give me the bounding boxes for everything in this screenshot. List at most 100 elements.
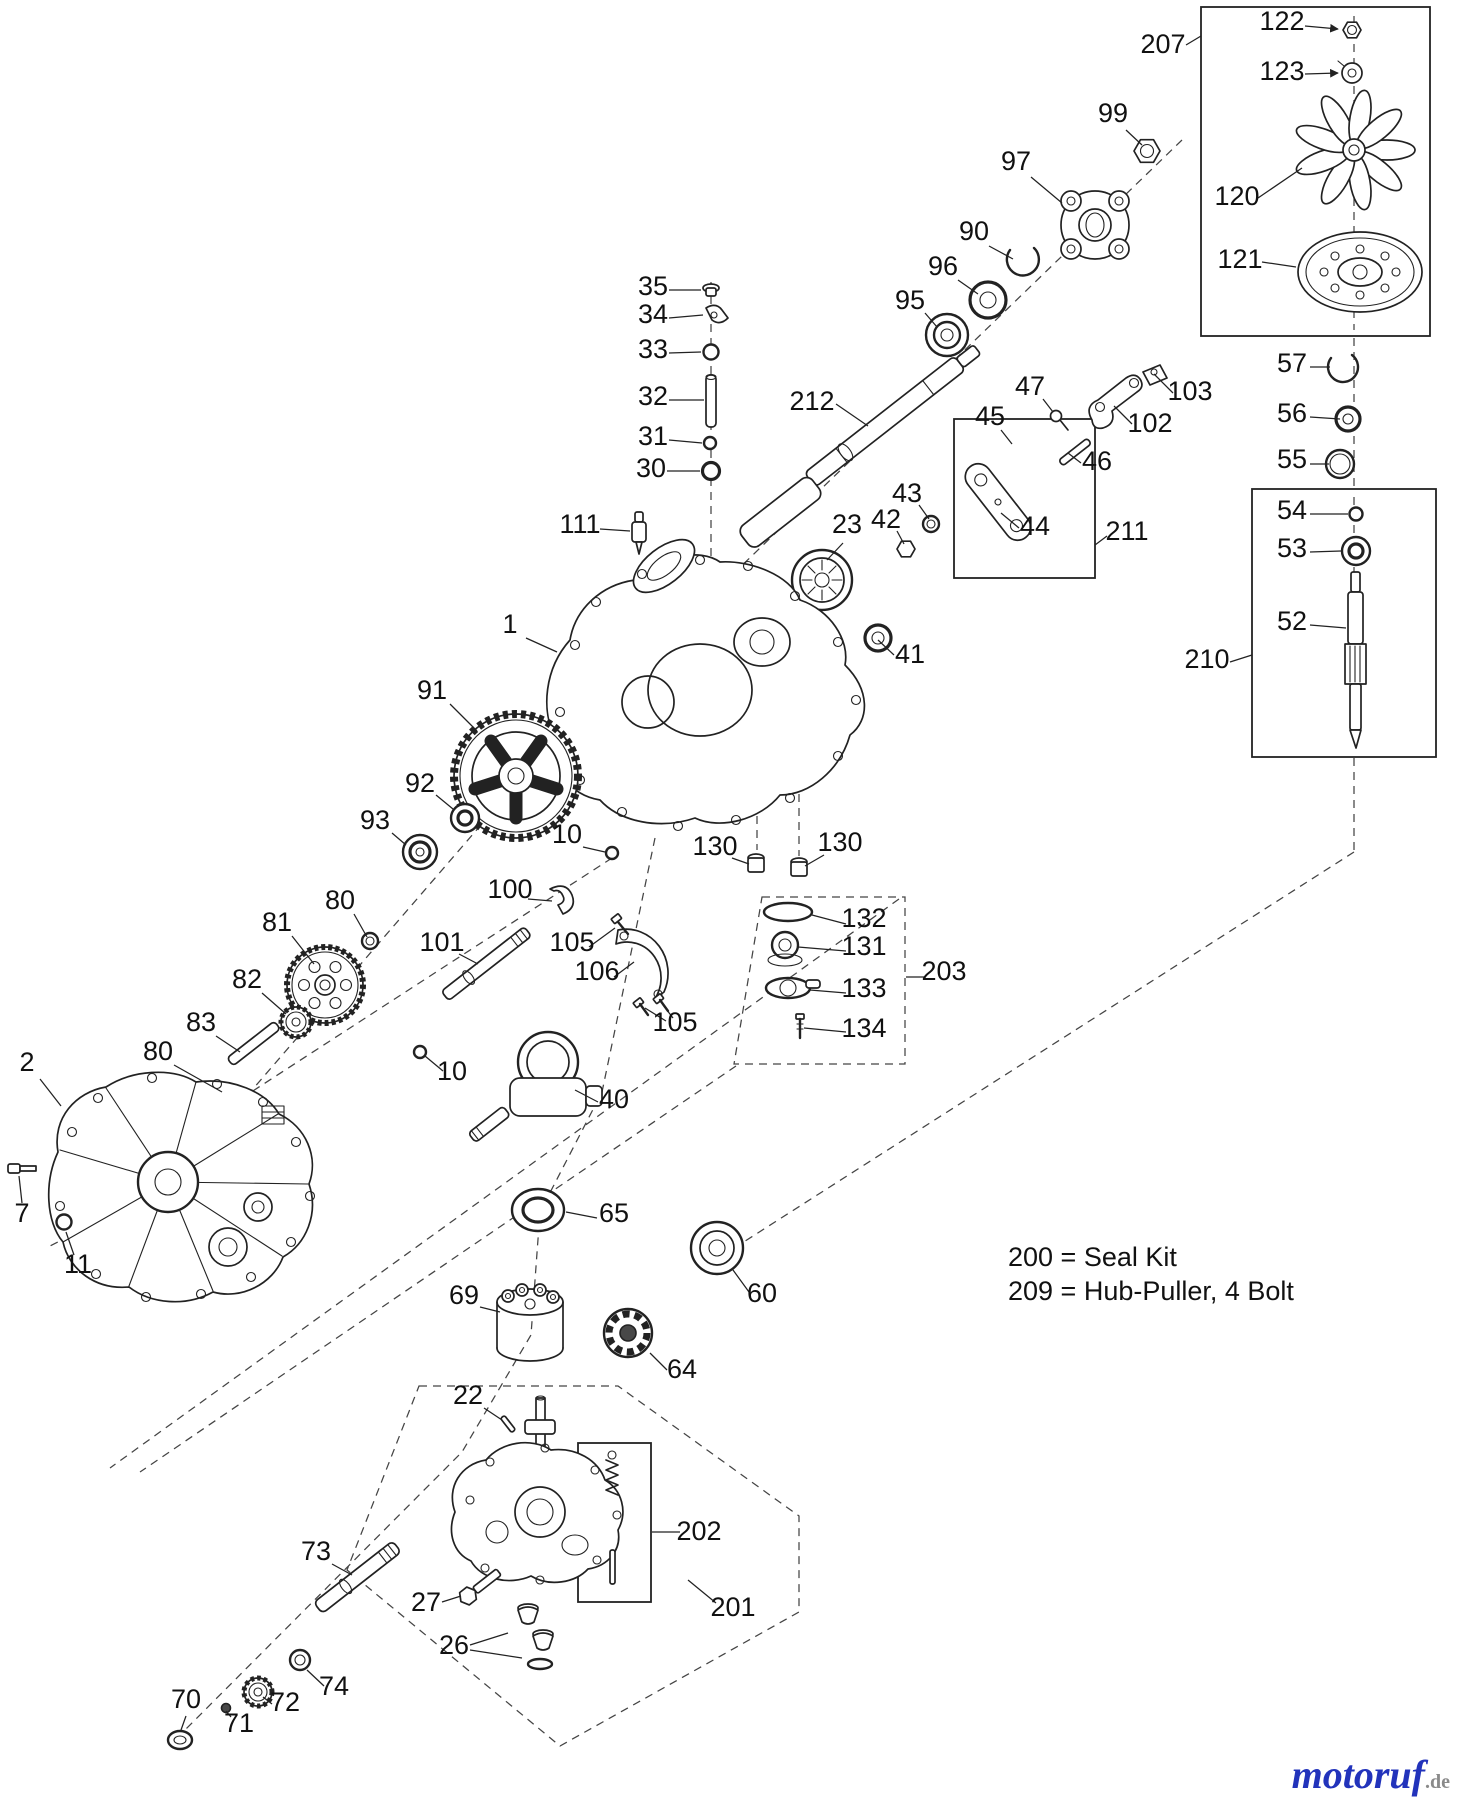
callout-74: 74 bbox=[319, 1671, 349, 1701]
callout-97: 97 bbox=[1001, 146, 1031, 176]
callout-131: 131 bbox=[841, 931, 886, 961]
kit-box-210 bbox=[1251, 488, 1437, 758]
part-11-washer bbox=[55, 1213, 73, 1231]
watermark-brand: motoruf bbox=[1292, 1752, 1429, 1797]
callout-105b: 105 bbox=[652, 1007, 697, 1037]
callout-33: 33 bbox=[638, 334, 668, 364]
part-46-pin bbox=[1059, 438, 1091, 466]
callout-72: 72 bbox=[270, 1687, 300, 1717]
callout-47: 47 bbox=[1015, 371, 1045, 401]
callout-40: 40 bbox=[599, 1084, 629, 1114]
legend-seal-kit: 200 = Seal Kit bbox=[1008, 1242, 1177, 1272]
callout-123: 123 bbox=[1259, 56, 1304, 86]
callout-130b: 130 bbox=[817, 827, 862, 857]
callout-42: 42 bbox=[871, 504, 901, 534]
part-64-rotor bbox=[602, 1307, 654, 1359]
callout-2: 2 bbox=[19, 1047, 34, 1077]
part-60-bearing-sleeve bbox=[689, 1220, 745, 1276]
part-123-washer bbox=[1337, 60, 1363, 84]
part-132-o-ring bbox=[762, 901, 814, 923]
callout-130a: 130 bbox=[692, 831, 737, 861]
part-42-nut bbox=[896, 540, 916, 558]
part-111-vent-fitting bbox=[631, 511, 647, 555]
callout-105a: 105 bbox=[549, 927, 594, 957]
part-131-valve bbox=[767, 930, 803, 967]
callout-22: 22 bbox=[453, 1380, 483, 1410]
part-201-pump-assembly bbox=[450, 1395, 624, 1585]
callout-71: 71 bbox=[224, 1708, 254, 1738]
part-122-nut bbox=[1342, 21, 1362, 39]
part-35-cap bbox=[702, 283, 720, 297]
part-81-reduction-gear bbox=[284, 944, 366, 1026]
callout-82: 82 bbox=[232, 964, 262, 994]
callout-41: 41 bbox=[895, 639, 925, 669]
part-99-nut bbox=[1133, 138, 1161, 164]
watermark-tld: .de bbox=[1425, 1771, 1450, 1793]
kit-box-211 bbox=[953, 418, 1096, 579]
callout-54: 54 bbox=[1277, 495, 1307, 525]
part-102-brake-arm bbox=[1088, 374, 1143, 430]
callout-207: 207 bbox=[1140, 29, 1185, 59]
part-73-pump-shaft bbox=[314, 1542, 400, 1613]
part-31-ring bbox=[702, 435, 718, 451]
part-27-bolt bbox=[458, 1568, 502, 1606]
part-120-cooling-fan bbox=[1295, 89, 1416, 211]
callout-92: 92 bbox=[405, 768, 435, 798]
callout-96: 96 bbox=[928, 251, 958, 281]
part-54-ring bbox=[1348, 506, 1364, 522]
part-22-pin bbox=[500, 1415, 516, 1433]
callout-23: 23 bbox=[832, 509, 862, 539]
part-2-side-cover bbox=[47, 1071, 316, 1303]
callout-45: 45 bbox=[975, 401, 1005, 431]
part-32-shaft bbox=[705, 373, 717, 428]
part-65-seal bbox=[510, 1187, 566, 1233]
callout-134: 134 bbox=[841, 1013, 886, 1043]
callout-132: 132 bbox=[841, 903, 886, 933]
callout-99: 99 bbox=[1098, 98, 1128, 128]
part-105a-screw bbox=[610, 913, 630, 936]
part-95-bearing bbox=[924, 312, 970, 358]
callout-53: 53 bbox=[1277, 533, 1307, 563]
callout-201: 201 bbox=[710, 1592, 755, 1622]
callout-80b: 80 bbox=[143, 1036, 173, 1066]
callout-203: 203 bbox=[921, 956, 966, 986]
part-44-brake-bracket bbox=[964, 462, 1032, 542]
part-83-shaft bbox=[227, 1021, 280, 1066]
callout-91: 91 bbox=[417, 675, 447, 705]
callout-69: 69 bbox=[449, 1280, 479, 1310]
watermark: motoruf.de bbox=[1292, 1752, 1450, 1797]
part-10b-washer bbox=[412, 1044, 428, 1060]
callout-70: 70 bbox=[171, 1684, 201, 1714]
part-69-cylinder-block bbox=[496, 1283, 564, 1362]
callout-211: 211 bbox=[1105, 516, 1148, 546]
legend-hub-puller: 209 = Hub-Puller, 4 Bolt bbox=[1008, 1276, 1294, 1306]
part-53-bearing bbox=[1340, 535, 1372, 567]
part-30-ring bbox=[700, 460, 722, 482]
part-93-bearing bbox=[401, 833, 439, 871]
part-202-spring-kit bbox=[605, 1450, 619, 1585]
callout-46: 46 bbox=[1082, 446, 1112, 476]
callout-212: 212 bbox=[789, 386, 834, 416]
callout-11: 11 bbox=[64, 1249, 92, 1279]
part-34-fitting bbox=[705, 304, 729, 324]
part-133-flange bbox=[764, 976, 821, 1000]
callout-95: 95 bbox=[895, 285, 925, 315]
part-121-pulley bbox=[1297, 231, 1423, 313]
part-101-idler-shaft bbox=[442, 927, 531, 1000]
callout-73: 73 bbox=[301, 1536, 331, 1566]
part-23-filter-cap bbox=[739, 476, 854, 612]
part-92-seal bbox=[449, 802, 481, 834]
callout-121: 121 bbox=[1217, 244, 1262, 274]
callout-31: 31 bbox=[638, 421, 668, 451]
part-52-axle-shaft bbox=[1344, 571, 1367, 749]
callout-103: 103 bbox=[1167, 376, 1212, 406]
part-7-bolt bbox=[7, 1163, 37, 1174]
kit-boxes bbox=[577, 6, 1437, 1603]
callout-202: 202 bbox=[676, 1516, 721, 1546]
part-26-valve-cones bbox=[517, 1603, 554, 1671]
callout-111: 111 bbox=[559, 509, 600, 539]
callout-56: 56 bbox=[1277, 398, 1307, 428]
part-43-washer bbox=[921, 514, 941, 534]
callout-65: 65 bbox=[599, 1198, 629, 1228]
